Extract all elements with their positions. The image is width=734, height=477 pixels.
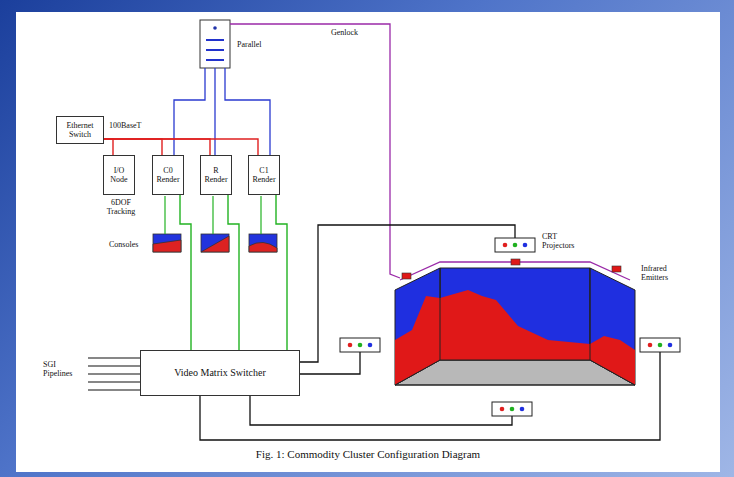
- node-text: Ethernet Switch: [59, 121, 101, 139]
- pipeline-wire: [88, 358, 140, 390]
- part-label: Parallel: [236, 40, 262, 49]
- video-wire: [276, 195, 287, 350]
- crt-projector: [340, 238, 680, 416]
- part-label: Consoles: [108, 240, 150, 249]
- part-label: 6DOF Tracking: [98, 198, 144, 216]
- node-box: RRender: [200, 155, 232, 195]
- ethernet-wire: [104, 139, 258, 155]
- parallel-box: [200, 20, 230, 68]
- genlock-wire: [230, 24, 630, 280]
- node-text: Render: [203, 175, 229, 184]
- node-box: I/ONode: [103, 155, 135, 195]
- node-text: Video Matrix Switcher: [143, 367, 297, 379]
- node-box: C0Render: [152, 155, 184, 195]
- parallel-wire: [174, 68, 270, 155]
- ethernet-wire: [104, 139, 162, 155]
- switch-box: Ethernet Switch: [56, 116, 104, 144]
- wire-label: 100BaseT: [108, 121, 142, 130]
- node-text: R: [203, 166, 229, 175]
- node-text: Render: [155, 175, 181, 184]
- console-monitor: [153, 234, 277, 252]
- node-text: C1: [251, 166, 277, 175]
- part-label: CRT Projectors: [541, 232, 591, 250]
- cave-display: [395, 268, 635, 385]
- video-wire: [180, 195, 191, 350]
- node-text: C0: [155, 166, 181, 175]
- projector-wire: [200, 225, 660, 440]
- wire-label: Genlock: [330, 28, 359, 37]
- infrared-emitter: [402, 259, 621, 279]
- node-text: Node: [106, 175, 132, 184]
- video-wire: [228, 195, 239, 350]
- ethernet-wire: [104, 139, 210, 155]
- slide-panel: [16, 12, 720, 472]
- node-box: C1Render: [248, 155, 280, 195]
- node-text: I/O: [106, 166, 132, 175]
- ethernet-wire: [104, 139, 113, 155]
- part-label: SGI Pipelines: [42, 360, 86, 378]
- switcher-box: Video Matrix Switcher: [140, 350, 300, 396]
- part-label: Infrared Emitters: [640, 264, 694, 282]
- node-text: Render: [251, 175, 277, 184]
- figure-caption: Fig. 1: Commodity Cluster Configuration …: [18, 448, 718, 460]
